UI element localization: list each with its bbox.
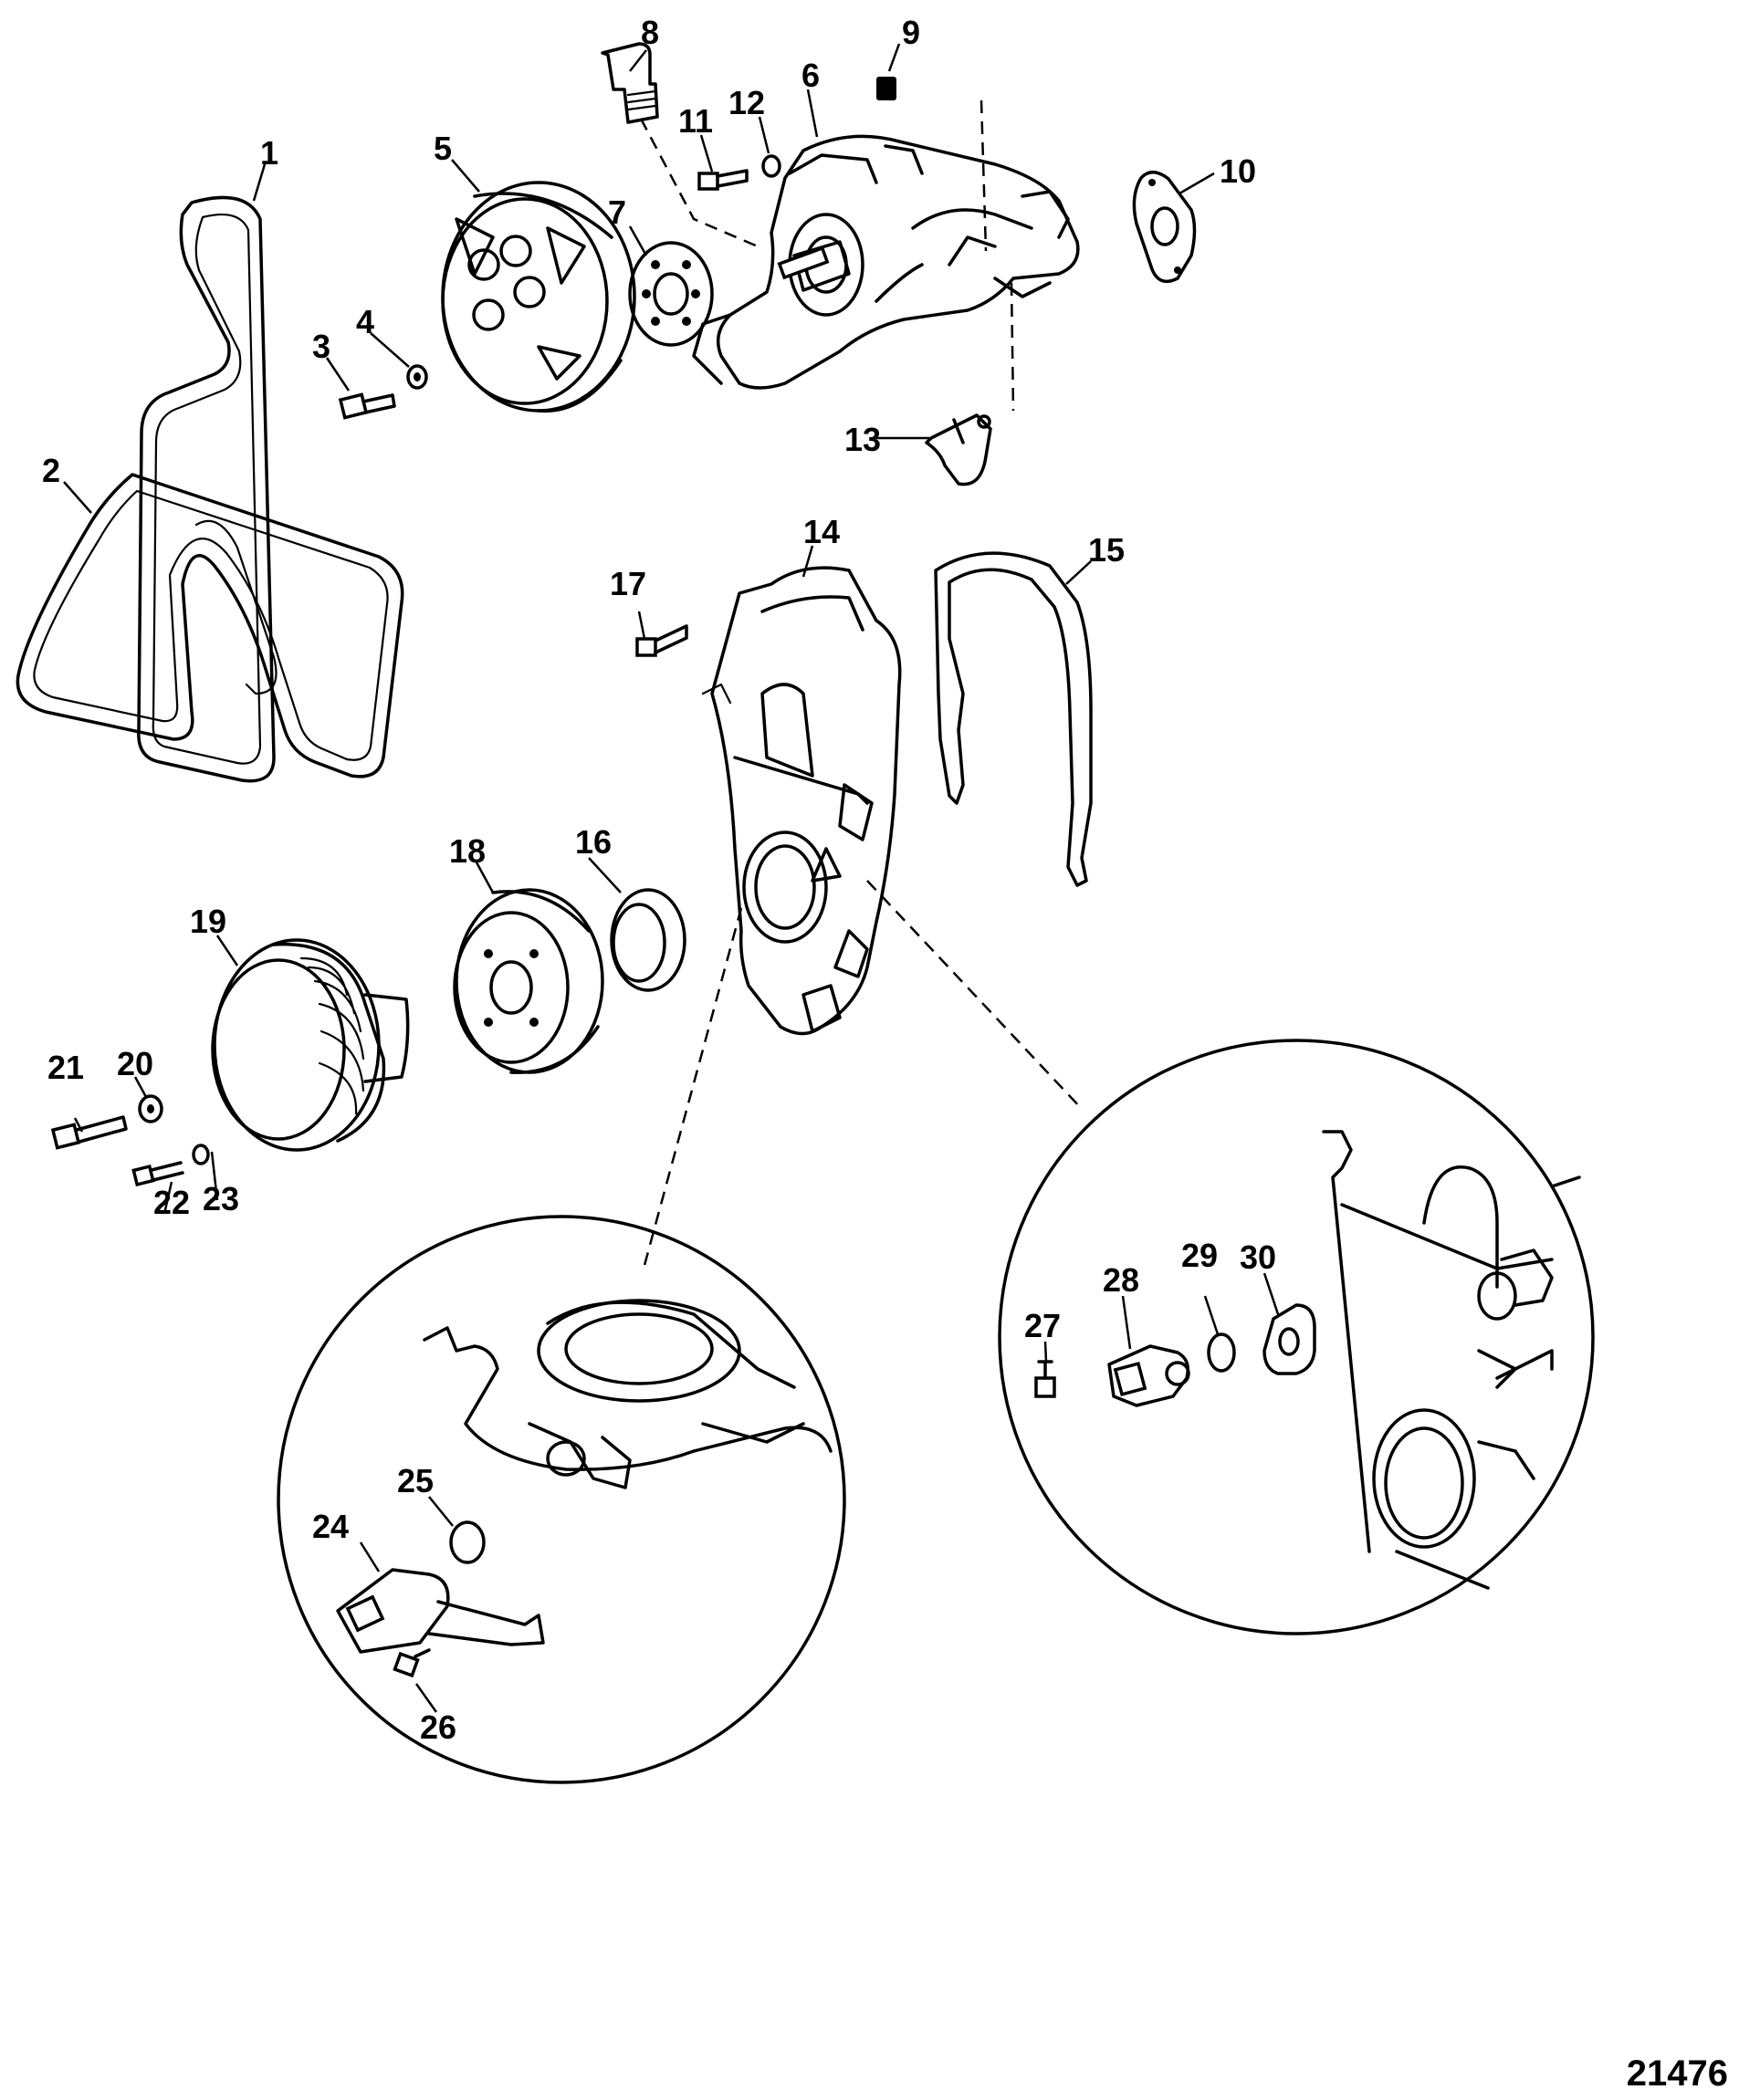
part-21-bolt — [50, 1115, 128, 1150]
callout-4: 4 — [356, 303, 374, 340]
callout-labels: 1 2 3 4 5 6 7 8 9 10 11 12 13 14 15 16 1… — [42, 14, 1276, 1746]
part-29-o-ring — [1207, 1332, 1236, 1373]
callout-24: 24 — [312, 1508, 349, 1545]
part-9-plug — [876, 77, 896, 100]
part-12-washer — [761, 154, 781, 178]
callout-7: 7 — [608, 193, 626, 231]
leader-lines — [63, 43, 1280, 1713]
callout-3: 3 — [312, 328, 330, 365]
part-24-crankshaft-position-sensor — [336, 1568, 545, 1654]
part-2-accessory-belt — [16, 473, 404, 778]
part-19-crankshaft-pulley — [211, 938, 410, 1152]
detail-circle-right — [998, 1039, 1595, 1635]
callout-13: 13 — [844, 421, 881, 458]
part-10-gasket — [1132, 171, 1197, 284]
callout-15: 15 — [1088, 531, 1125, 569]
part-4-washer — [406, 364, 428, 390]
part-20-washer — [138, 1094, 163, 1123]
callout-21: 21 — [47, 1049, 84, 1086]
callout-17: 17 — [610, 565, 646, 602]
figure-number: 21476 — [1627, 2053, 1728, 2094]
callout-16: 16 — [575, 823, 612, 861]
callout-11: 11 — [678, 102, 713, 140]
part-26-bolt — [393, 1648, 431, 1678]
callout-20: 20 — [117, 1045, 153, 1082]
part-13-clip — [925, 413, 992, 486]
part-17-bolt — [635, 624, 688, 657]
callout-29: 29 — [1181, 1237, 1218, 1274]
callout-27: 27 — [1024, 1307, 1061, 1344]
callout-8: 8 — [641, 14, 659, 51]
callout-30: 30 — [1240, 1238, 1276, 1276]
callout-10: 10 — [1220, 152, 1256, 190]
part-14-timing-cover — [701, 566, 902, 1036]
part-25-o-ring — [449, 1520, 486, 1564]
part-15-cover-gasket — [934, 551, 1093, 887]
part-11-bolt — [697, 169, 749, 191]
part-23-washer — [192, 1144, 210, 1165]
callout-28: 28 — [1103, 1261, 1139, 1299]
callout-22: 22 — [153, 1184, 190, 1221]
callout-25: 25 — [397, 1462, 434, 1499]
callout-18: 18 — [449, 832, 486, 870]
part-7-hub-flange — [628, 241, 714, 347]
callout-14: 14 — [803, 513, 840, 550]
part-3-bolt — [338, 392, 396, 420]
part-8-hose-fitting — [601, 42, 659, 124]
callout-26: 26 — [420, 1708, 456, 1746]
part-16-seal — [610, 888, 686, 992]
detail-circle-left — [277, 1215, 846, 1784]
callout-1: 1 — [260, 134, 278, 172]
part-1-serpentine-belt — [137, 195, 276, 783]
part-5-water-pump-pulley — [441, 181, 636, 413]
callout-5: 5 — [434, 130, 452, 167]
part-18-harmonic-balancer — [453, 888, 604, 1074]
callout-2: 2 — [42, 452, 60, 489]
callout-12: 12 — [728, 84, 765, 121]
callout-19: 19 — [190, 903, 226, 940]
part-30-gasket — [1262, 1303, 1316, 1375]
part-22-bolt — [131, 1161, 184, 1187]
callout-23: 23 — [203, 1180, 239, 1217]
part-27-bolt — [1034, 1360, 1056, 1398]
part-6-water-pump — [692, 134, 1080, 390]
dashed-guide-lines — [639, 99, 1083, 1269]
part-28-camshaft-position-sensor — [1107, 1344, 1190, 1407]
callout-9: 9 — [902, 14, 920, 51]
callout-6: 6 — [801, 57, 820, 94]
